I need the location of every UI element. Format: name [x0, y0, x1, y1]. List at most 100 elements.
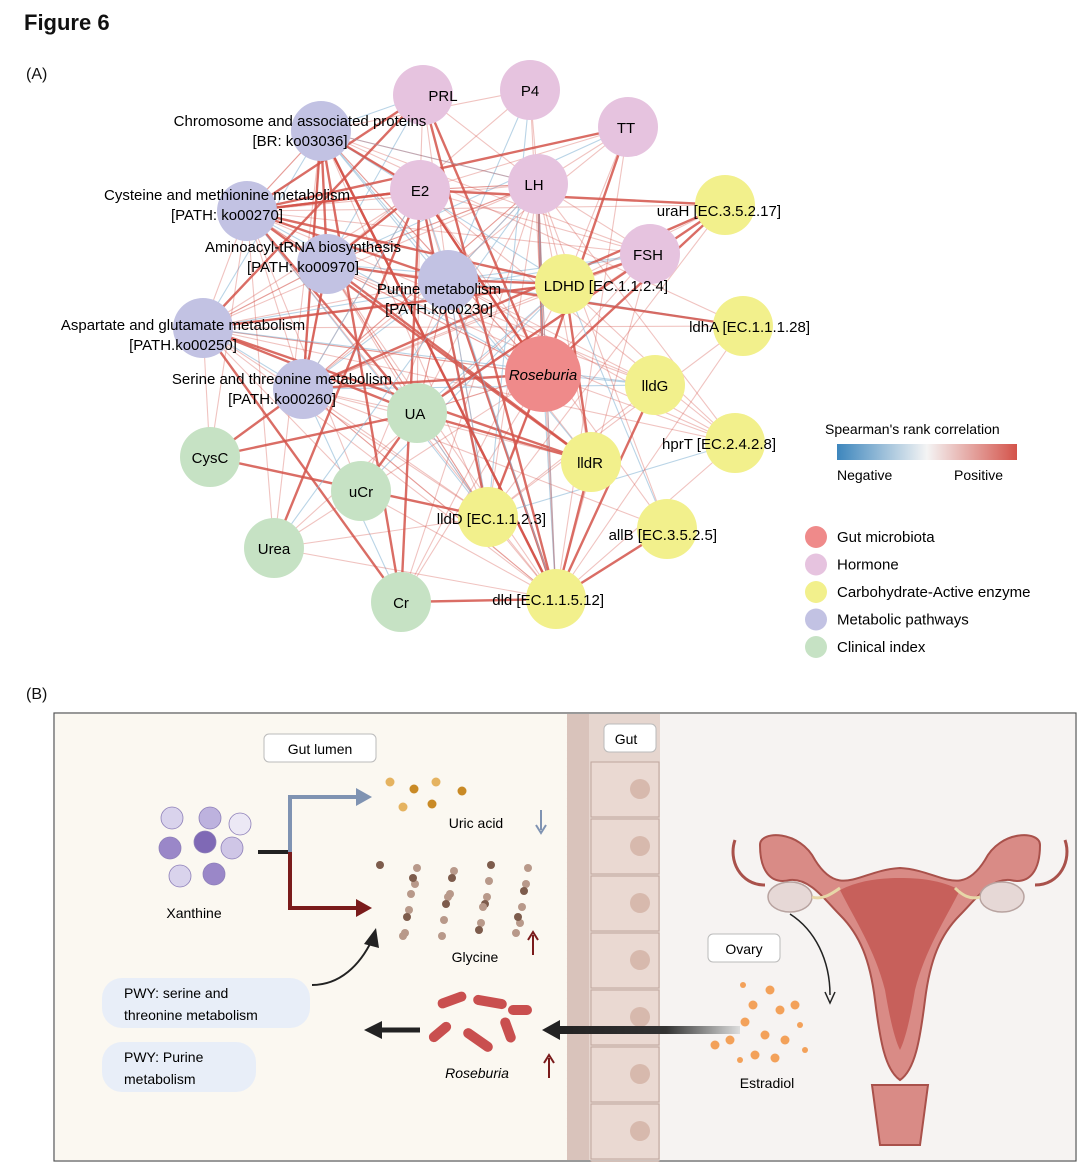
edge-ldhd-asp	[202, 282, 566, 330]
edge-lldd-ser	[302, 388, 489, 518]
edge-amino-roseburia	[326, 263, 544, 375]
roseburia-cell	[508, 1005, 532, 1015]
estradiol-dot	[750, 1050, 760, 1060]
uric-acid-dot	[385, 777, 395, 787]
xanthine-molecules	[158, 806, 252, 888]
estradiol-dot	[760, 1030, 770, 1040]
edge-roseburia-cr	[400, 373, 544, 603]
colorbar-positive-label: Positive	[954, 467, 1003, 483]
edge-dld-lldg	[554, 384, 657, 600]
uric-acid-molecules	[385, 777, 467, 812]
edge-lldd-purine	[447, 279, 489, 518]
node-label-roseburia: Roseburia	[509, 367, 577, 384]
xanthine-sphere	[168, 864, 192, 888]
glycine-dot	[522, 880, 530, 888]
cell-nucleus	[630, 950, 650, 970]
edge-dld-urea	[273, 547, 557, 600]
uric-acid-dot	[398, 802, 408, 812]
node-sublabel-asp: [PATH.ko00250]	[129, 337, 237, 354]
cell-nucleus	[630, 836, 650, 856]
xanthine-sphere	[228, 812, 252, 836]
roseburia-left-arrowhead	[364, 1021, 382, 1039]
node-hprt	[705, 413, 765, 473]
edge-lldd-ldha	[487, 325, 744, 518]
estradiol-dot	[775, 1005, 785, 1015]
edge-lldd-chrom	[320, 130, 489, 518]
edge-lh-chrom	[320, 130, 539, 185]
estradiol-dot	[725, 1035, 735, 1045]
cell-nucleus	[630, 1007, 650, 1027]
glycine-dot	[512, 929, 520, 937]
xanthine-sphere	[220, 836, 244, 860]
pwy-purine-line2: metabolism	[124, 1071, 196, 1087]
roseburia-cell	[500, 1017, 516, 1043]
node-label-fsh: FSH	[633, 247, 663, 264]
xanthine-sphere	[202, 862, 226, 886]
node-amino	[297, 234, 357, 294]
node-label-ua: UA	[405, 406, 426, 423]
glycine-dot	[514, 913, 522, 921]
glycine-dot	[403, 913, 411, 921]
microvilli	[567, 714, 589, 1160]
uric-acid-dot	[457, 786, 467, 796]
edge-e2-hprt	[419, 189, 736, 444]
edge-dld-ucr	[360, 490, 557, 600]
glycine-dot	[520, 887, 528, 895]
edge-purine-hprt	[447, 279, 736, 444]
node-lldd	[458, 487, 518, 547]
glycine-label: Glycine	[452, 949, 499, 965]
node-ua	[387, 383, 447, 443]
node-label-ldha: ldhA [EC.1.1.1.28]	[689, 319, 810, 336]
edge-ua-lldr	[416, 411, 592, 464]
edge-lh-asp	[202, 183, 539, 329]
pwy-serine-line2: threonine metabolism	[124, 1007, 258, 1023]
ovary-label: Ovary	[725, 941, 762, 957]
edge-ua-cysc	[209, 411, 418, 459]
node-ucr	[331, 461, 391, 521]
edge-lh-amino	[326, 183, 539, 265]
estradiol-dot	[770, 1053, 780, 1063]
gut-lumen-label: Gut lumen	[288, 741, 353, 757]
node-label-lldr: lldR	[577, 455, 603, 472]
edge-lldd-cys	[246, 210, 489, 518]
edge-lh-urea	[273, 183, 539, 549]
node-label-e2: E2	[411, 183, 429, 200]
gut-lumen-box	[263, 733, 377, 763]
edge-amino-prl	[326, 94, 424, 265]
xanthine-label: Xanthine	[166, 905, 221, 921]
curved-arrowhead	[364, 928, 379, 948]
node-alib	[637, 499, 697, 559]
panel-b-diagram: Gut lumen Gut Xanthine Uric acid Glycine…	[53, 712, 1077, 1162]
node-label-dld: dld [EC.1.1.5.12]	[492, 592, 604, 609]
node-asp	[173, 298, 233, 358]
edge-lh-hprt	[537, 183, 736, 444]
edge-lldd-urah	[487, 204, 726, 518]
estradiol-dot	[790, 1000, 800, 1010]
glycine-dot	[407, 890, 415, 898]
edge-ldhd-ucr	[360, 283, 566, 492]
node-sublabel-chrom: [BR: ko03036]	[252, 133, 347, 150]
node-lh	[508, 154, 568, 214]
edge-roseburia-amino	[326, 263, 544, 375]
estradiol-dot	[710, 1040, 720, 1050]
xanthine-sphere	[193, 830, 217, 854]
uric-acid-arrowhead	[356, 788, 372, 806]
estradiol-dot	[780, 1035, 790, 1045]
node-label-lh: LH	[524, 177, 543, 194]
node-sublabel-cys: [PATH: ko00270]	[171, 207, 283, 224]
pwy-purine-line1: PWY: Purine	[124, 1049, 204, 1065]
edge-e2-fsh	[419, 189, 651, 255]
node-label-prl: PRL	[428, 88, 457, 105]
glycine-dot	[405, 906, 413, 914]
edge-cys-urah	[246, 204, 726, 212]
edge-cys-urea	[246, 210, 275, 549]
edge-e2-ser	[302, 189, 421, 390]
edge-roseburia-tt	[541, 126, 630, 375]
edge-ser-dld	[302, 388, 557, 600]
glycine-dot	[444, 893, 452, 901]
glycine-molecules	[376, 861, 532, 940]
edge-asp-hprt	[202, 327, 736, 444]
edge-ldhd-alib	[564, 283, 668, 530]
uric-acid-arrow	[288, 795, 358, 852]
node-tt	[598, 97, 658, 157]
